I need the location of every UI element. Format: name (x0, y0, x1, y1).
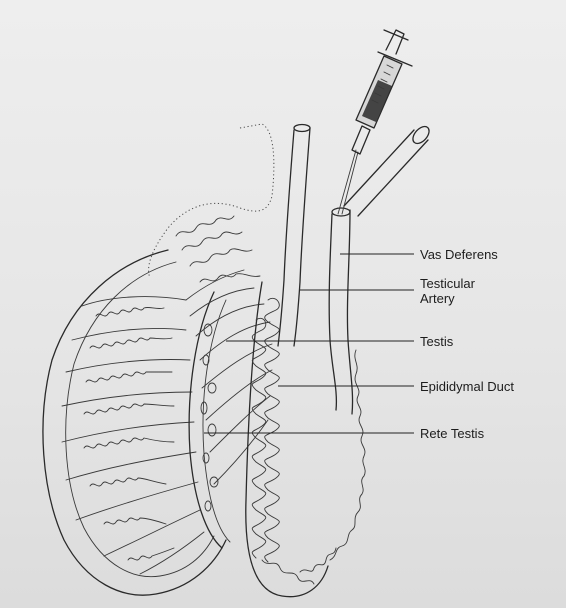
label-testis: Testis (420, 334, 453, 349)
syringe (338, 30, 412, 214)
syringe-plunger-head (384, 30, 408, 40)
testicular-artery-vessel-left (278, 130, 294, 346)
testicular-artery-opening (294, 125, 310, 132)
cut-tube-end (410, 124, 432, 147)
lobule-septa (62, 297, 204, 574)
testis-inner-outline (66, 262, 214, 577)
syringe-needle (338, 150, 356, 214)
vas-deferens-tube-left (329, 214, 336, 410)
testis-outline (43, 250, 226, 595)
vas-deferens-opening (332, 208, 350, 216)
label-testicular-artery: Testicular Artery (420, 276, 475, 306)
syringe-plunger-rod (386, 30, 404, 54)
testicular-artery-vessel-right (294, 128, 310, 346)
label-vas-deferens: Vas Deferens (420, 247, 498, 262)
efferent-ductules (176, 216, 272, 484)
label-epididymal-duct: Epididymal Duct (420, 379, 514, 394)
label-rete-testis: Rete Testis (420, 426, 484, 441)
tunica-outline (149, 124, 274, 278)
vas-deferens-tube-right (347, 210, 352, 414)
syringe-hub (352, 126, 370, 154)
